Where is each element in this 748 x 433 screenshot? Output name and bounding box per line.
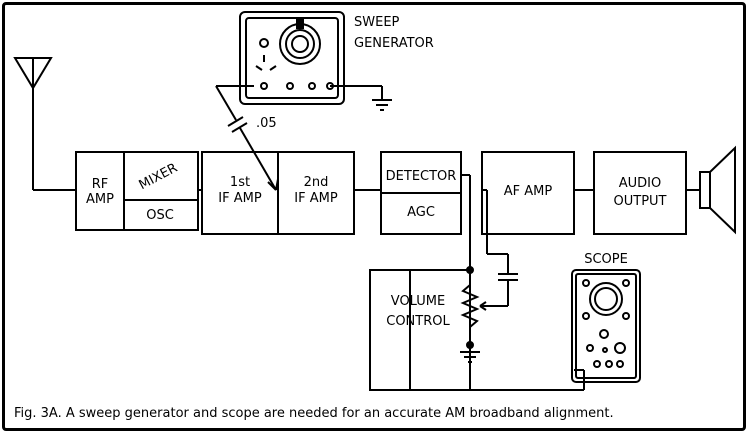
volume-control-box — [369, 269, 471, 391]
scope-label: SCOPE — [584, 252, 628, 267]
detector-agc-block — [380, 151, 462, 235]
audio-output-label-2: OUTPUT — [614, 194, 667, 209]
audio-output-block — [593, 151, 687, 235]
agc-label: AGC — [407, 205, 435, 220]
sweep-generator-icon — [239, 11, 345, 105]
volume-control-label-1: VOLUME — [391, 294, 445, 309]
mixer-label: MIXER — [137, 161, 180, 194]
ground-icon — [372, 99, 392, 111]
if1-label-2: IF AMP — [218, 191, 262, 206]
coupling-capacitor-icon — [498, 273, 518, 281]
volume-control-label-2: CONTROL — [386, 314, 450, 329]
if2-label-2: IF AMP — [294, 191, 338, 206]
sweep-generator-label-2: GENERATOR — [354, 36, 434, 51]
osc-label: OSC — [146, 208, 174, 223]
probe-arrow — [267, 178, 279, 191]
capacitor-value-label: .05 — [256, 116, 277, 131]
detector-label: DETECTOR — [386, 169, 457, 184]
probe-capacitor-icon — [227, 116, 248, 133]
af-amp-label: AF AMP — [504, 184, 553, 199]
rf-amp-label-1: RF — [92, 177, 109, 192]
rf-amp-label-2: AMP — [86, 192, 114, 207]
junction-dot — [466, 266, 474, 274]
speaker-icon — [699, 145, 736, 235]
if2-label-1: 2nd — [304, 175, 329, 190]
antenna-icon — [13, 57, 76, 191]
audio-output-label-1: AUDIO — [619, 176, 662, 191]
figure-caption: Fig. 3A. A sweep generator and scope are… — [14, 406, 614, 421]
scope-icon — [571, 269, 641, 383]
if1-label-1: 1st — [230, 175, 250, 190]
potentiometer-icon — [460, 284, 488, 363]
af-amp-block — [481, 151, 575, 235]
sweep-generator-label-1: SWEEP — [354, 15, 400, 30]
if-amp-block — [201, 151, 355, 235]
